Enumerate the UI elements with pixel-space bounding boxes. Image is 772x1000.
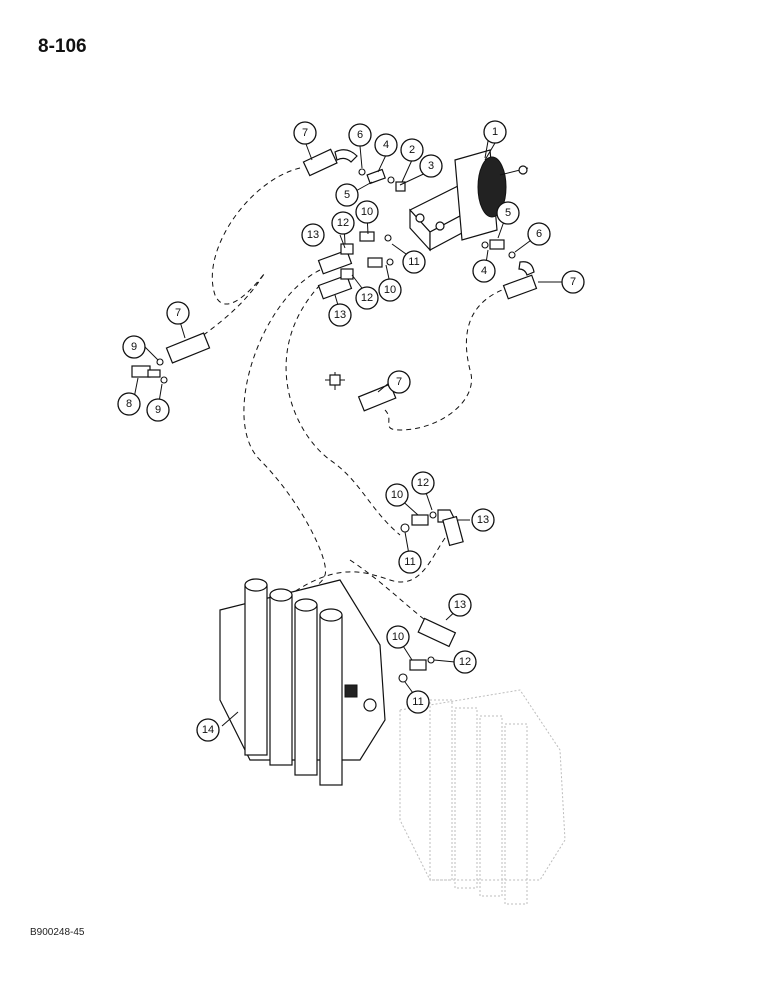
ghost-valve-bank: [399, 689, 566, 905]
hose-lines: [189, 167, 511, 621]
svg-text:11: 11: [408, 256, 419, 268]
callout-12-bottom: 12: [453, 650, 477, 674]
callout-14: 14: [196, 718, 220, 742]
callout-3: 3: [419, 154, 443, 178]
svg-text:14: 14: [202, 724, 214, 736]
svg-text:13: 13: [307, 229, 319, 241]
callout-11-bottom: 11: [406, 690, 430, 714]
svg-text:4: 4: [383, 139, 389, 151]
svg-text:8: 8: [126, 398, 132, 410]
svg-text:6: 6: [357, 129, 363, 141]
svg-text:4: 4: [481, 265, 487, 277]
callout-10-bottom: 10: [386, 625, 410, 649]
leader-lines: [132, 129, 562, 727]
center-fittings: [325, 372, 397, 412]
svg-text:13: 13: [454, 599, 466, 611]
callout-6-top: 6: [348, 123, 372, 147]
callout-13-bottom: 13: [448, 593, 472, 617]
callout-4-right: 4: [472, 259, 496, 283]
callout-8: 8: [117, 392, 141, 416]
middle-fittings: [398, 509, 464, 683]
svg-text:12: 12: [337, 217, 349, 229]
svg-text:7: 7: [396, 376, 402, 388]
callout-12-lower: 12: [411, 471, 435, 495]
callout-5-top: 5: [335, 183, 359, 207]
page-number: 8-106: [38, 36, 87, 57]
svg-text:9: 9: [131, 341, 137, 353]
svg-text:1: 1: [492, 126, 498, 138]
pilot-control-valve: [409, 149, 529, 252]
callout-6-right: 6: [527, 222, 551, 246]
callout-10-mid: 10: [378, 278, 402, 302]
svg-text:11: 11: [404, 556, 415, 568]
valve-bank: [219, 578, 386, 786]
svg-text:7: 7: [302, 127, 308, 139]
svg-text:3: 3: [428, 160, 434, 172]
callout-10-top: 10: [355, 200, 379, 224]
svg-text:5: 5: [344, 189, 350, 201]
callout-5-right: 5: [496, 201, 520, 225]
figure-code: B900248-45: [30, 927, 85, 938]
svg-text:5: 5: [505, 207, 511, 219]
svg-text:10: 10: [391, 489, 403, 501]
left-fittings: [131, 332, 211, 384]
callout-13-mid: 13: [328, 303, 352, 327]
callout-11-top: 11: [402, 250, 426, 274]
svg-text:10: 10: [361, 206, 373, 218]
callout-12-top: 12: [331, 211, 355, 235]
svg-text:2: 2: [409, 144, 415, 156]
svg-text:12: 12: [417, 477, 429, 489]
callout-7-right: 7: [561, 270, 585, 294]
svg-text:9: 9: [155, 404, 161, 416]
callout-7-top: 7: [293, 121, 317, 145]
svg-text:12: 12: [459, 656, 471, 668]
callout-4-top: 4: [374, 133, 398, 157]
svg-text:7: 7: [175, 307, 181, 319]
callout-1: 1: [483, 120, 507, 144]
svg-text:10: 10: [392, 631, 404, 643]
svg-text:13: 13: [477, 514, 489, 526]
callout-9-left-bottom: 9: [146, 398, 170, 422]
callout-2: 2: [400, 138, 424, 162]
svg-text:13: 13: [334, 309, 346, 321]
callout-13-top: 13: [301, 223, 325, 247]
callout-13-lower: 13: [471, 508, 495, 532]
callout-7-left: 7: [166, 301, 190, 325]
callout-7-center: 7: [387, 370, 411, 394]
callout-12-mid: 12: [355, 286, 379, 310]
svg-text:11: 11: [412, 696, 423, 708]
svg-text:7: 7: [570, 276, 576, 288]
callout-10-lower: 10: [385, 483, 409, 507]
callout-11-lower: 11: [398, 550, 422, 574]
top-fittings: [302, 148, 538, 300]
svg-text:10: 10: [384, 284, 396, 296]
svg-text:6: 6: [536, 228, 542, 240]
callout-9-left-top: 9: [122, 335, 146, 359]
svg-text:12: 12: [361, 292, 373, 304]
